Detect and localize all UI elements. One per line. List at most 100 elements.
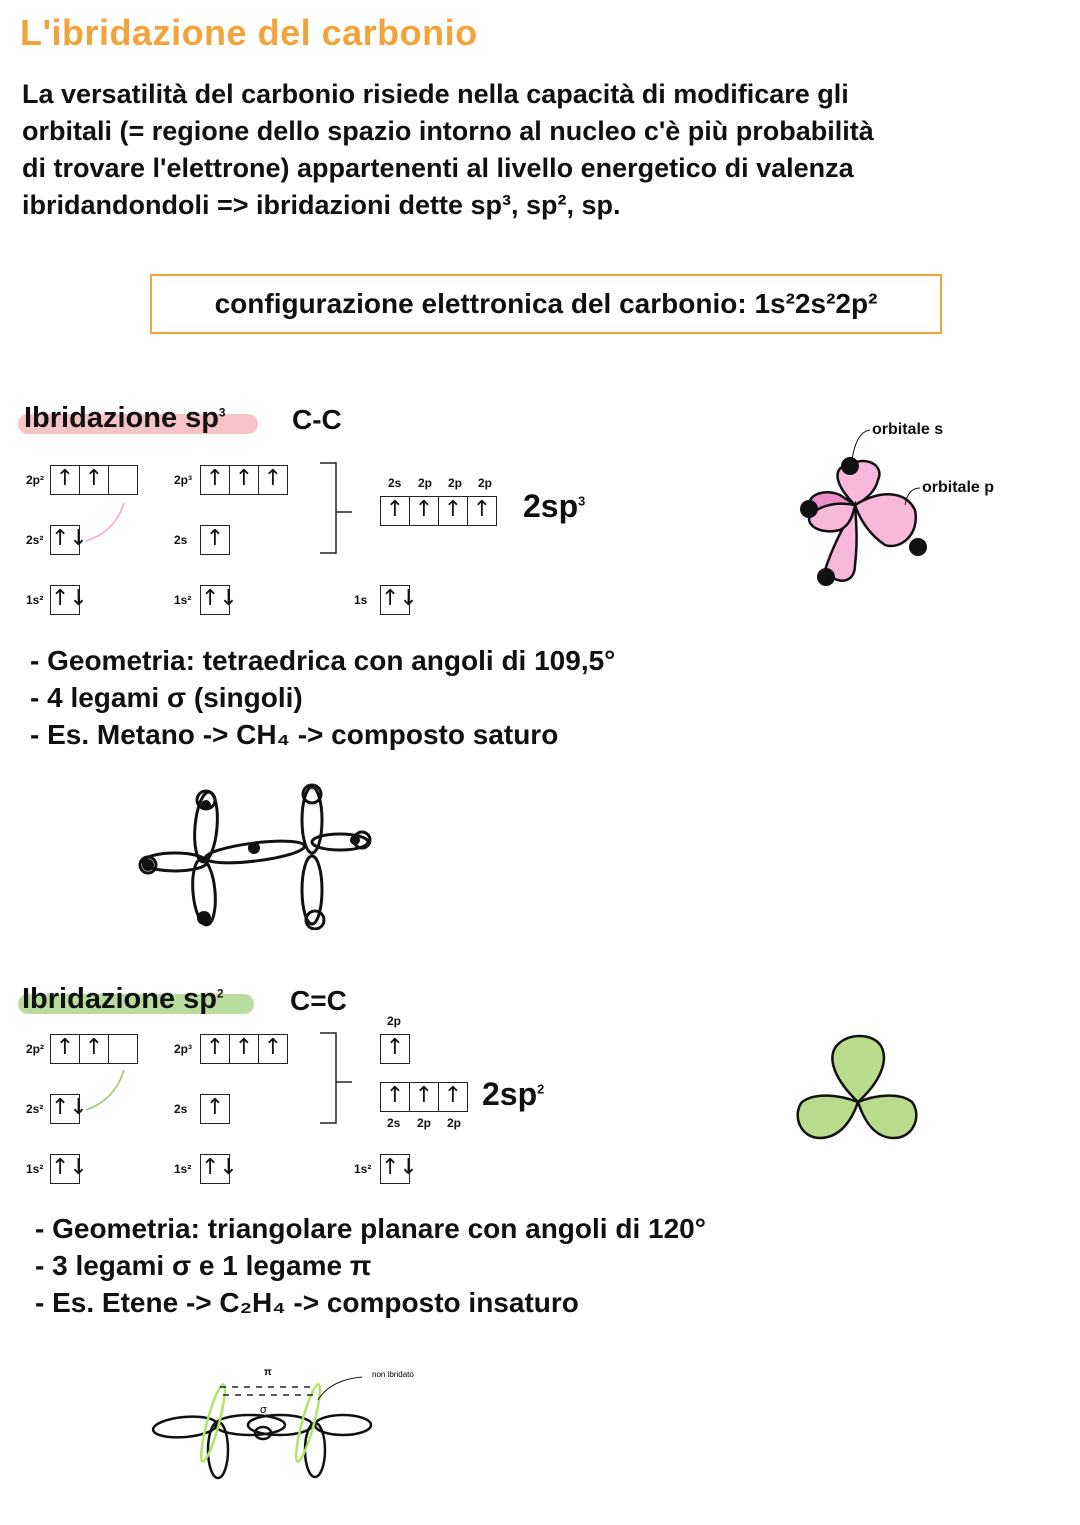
- sp2-bullets: - Geometria: triangolare planare con ang…: [35, 1210, 706, 1321]
- excited-level-label: 1s²: [174, 593, 192, 607]
- label-pointer: [851, 429, 871, 461]
- unhybrid-boxes: ↑: [380, 1034, 410, 1064]
- sp3-heading-sup: 3: [218, 406, 226, 420]
- page-title: L'ibridazione del carbonio: [20, 12, 478, 53]
- sp3-bond: C-C: [292, 404, 342, 435]
- sigma-label: σ: [260, 1404, 267, 1416]
- sp3-heading: Ibridazione sp3: [24, 402, 225, 435]
- orbital-cell: ↑: [381, 1083, 410, 1111]
- ground-level-label: 2s²: [26, 533, 44, 547]
- intro-line: La versatilità del carbonio risiede nell…: [22, 79, 849, 109]
- orbital-cell: ↑: [230, 1035, 259, 1063]
- core-level-label: 1s²: [354, 1162, 372, 1176]
- hybrid-label: 2p: [447, 1116, 462, 1130]
- orbital-p-label: orbitale p: [922, 479, 995, 496]
- sp2-result-sup: 2: [537, 1081, 545, 1097]
- ground-state-boxes: ↑↑: [50, 1034, 138, 1064]
- intro-paragraph: La versatilità del carbonio risiede nell…: [22, 76, 1062, 224]
- s-orbital-dot: [909, 538, 927, 556]
- orbital-cell: ↑: [80, 1035, 109, 1063]
- orbital-cell: ↑: [263, 466, 283, 491]
- intro-line: di trovare l'elettrone) appartenenti al …: [22, 153, 854, 183]
- excited-level-label: 2p³: [174, 473, 192, 487]
- unhybrid-label: 2p: [387, 1014, 402, 1028]
- promotion-arrow: [85, 1069, 125, 1111]
- config-formula: 1s²2s²2p²: [754, 288, 878, 319]
- ethene-orbital-drawing: π σ non ibridato: [151, 1367, 414, 1480]
- sp2-bond: C=C: [290, 985, 347, 1016]
- sp3-heading-text: Ibridazione sp: [24, 402, 219, 434]
- hybrid-label: 2s: [387, 1116, 401, 1130]
- sp2-trigonal-orbital-drawing: [796, 1034, 918, 1140]
- excited-level-label: 2p³: [174, 1042, 192, 1056]
- orbital-cell: ↑: [51, 466, 80, 494]
- orbital-cell: ↑: [443, 1083, 463, 1108]
- promotion-arrow: [85, 502, 125, 542]
- sp3-tetrahedral-orbital-drawing: [800, 429, 927, 586]
- bullet-example: - Es. Metano -> CH₄ -> composto saturo: [30, 719, 559, 750]
- sp2-result-text: 2sp: [482, 1076, 538, 1112]
- hybrid-label: 2p: [478, 476, 493, 490]
- orbital-cell: ↑: [385, 1035, 405, 1060]
- hybrid-label: 2p: [417, 1116, 432, 1130]
- s-orbital-dot: [817, 568, 835, 586]
- excited-state-boxes: ↑↓: [200, 1154, 238, 1184]
- sp2-heading: Ibridazione sp2: [22, 983, 223, 1016]
- ground-level-label: 1s²: [26, 1162, 44, 1176]
- pi-bond-lines: [220, 1386, 316, 1396]
- hybridization-bracket: [320, 1032, 352, 1124]
- sp3-result-text: 2sp: [523, 488, 579, 524]
- excited-level-label: 2s: [174, 533, 188, 547]
- ground-level-label: 2p²: [26, 473, 44, 487]
- ground-level-label: 2p²: [26, 1042, 44, 1056]
- orbital-s-label: orbitale s: [872, 421, 944, 438]
- sp3-lobes: [807, 459, 918, 582]
- orbital-cell: ↑: [472, 497, 492, 522]
- orbital-cell: ↑: [439, 497, 468, 525]
- excited-state-boxes: ↑↑↑: [200, 1034, 288, 1064]
- orbital-cell: ↑: [201, 1035, 230, 1063]
- ground-state-boxes: ↑↑: [50, 465, 138, 495]
- hybrid-label: 2p: [448, 476, 463, 490]
- sp3-result-sup: 3: [578, 493, 586, 509]
- label-pointer: [904, 487, 921, 506]
- sp3-result: 2sp3: [523, 488, 585, 525]
- hybrid-label: 2s: [388, 476, 402, 490]
- excited-level-label: 2s: [174, 1102, 188, 1116]
- orbital-cell: ↑: [263, 1035, 283, 1060]
- excited-state-boxes: ↑: [200, 525, 230, 555]
- orbital-cell: ↑: [230, 466, 259, 494]
- excited-state-boxes: ↑↑↑: [200, 465, 288, 495]
- ground-level-label: 2s²: [26, 1102, 44, 1116]
- non-hybrid-label: non ibridato: [372, 1370, 414, 1379]
- core-level-label: 1s: [354, 593, 368, 607]
- excited-state-boxes: ↑: [200, 1094, 230, 1124]
- orbital-cell: ↑: [80, 466, 109, 494]
- excited-level-label: 1s²: [174, 1162, 192, 1176]
- heading-highlight: [18, 994, 254, 1014]
- config-label: configurazione elettronica del carbonio:: [214, 288, 747, 319]
- hybrid-label: 2p: [418, 476, 433, 490]
- hybrid-boxes: ↑↑↑↑: [380, 496, 497, 526]
- intro-line: ibridandondoli => ibridazioni dette sp³,…: [22, 190, 621, 220]
- pi-label: π: [264, 1367, 272, 1378]
- orbital-cell: ↑: [410, 497, 439, 525]
- s-orbital-dot: [800, 500, 818, 518]
- bullet-geometry: - Geometria: triangolare planare con ang…: [35, 1213, 706, 1244]
- orbital-cell: ↑: [205, 526, 225, 551]
- sp3-bullets: - Geometria: tetraedrica con angoli di 1…: [30, 642, 615, 753]
- orbital-cell: ↑: [381, 497, 410, 525]
- intro-line: orbitali (= regione dello spazio intorno…: [22, 116, 874, 146]
- hybridization-bracket: [320, 462, 352, 554]
- hybrid-boxes: ↑↑↑: [380, 1082, 468, 1112]
- bullet-bonds: - 4 legami σ (singoli): [30, 682, 303, 713]
- config-box: configurazione elettronica del carbonio:…: [150, 274, 942, 334]
- orbital-cell: ↑: [410, 1083, 439, 1111]
- bullet-bonds: - 3 legami σ e 1 legame π: [35, 1250, 372, 1281]
- bullet-example: - Es. Etene -> C₂H₄ -> composto insaturo: [35, 1287, 579, 1318]
- sp2-result: 2sp2: [482, 1076, 544, 1113]
- bullet-geometry: - Geometria: tetraedrica con angoli di 1…: [30, 645, 616, 676]
